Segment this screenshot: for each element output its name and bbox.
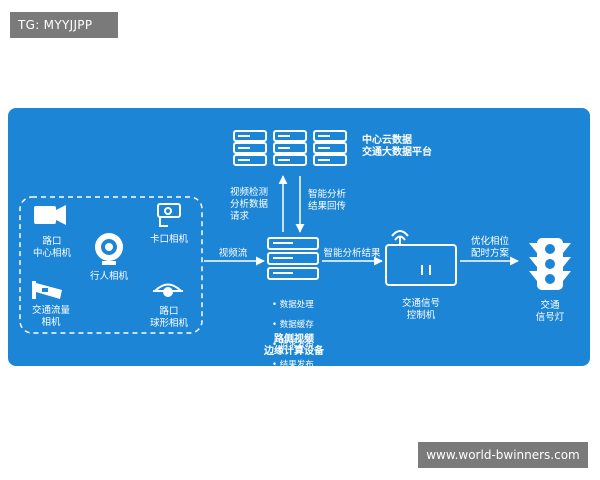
- traffic-flow-camera-icon: [32, 281, 62, 299]
- intersection-center-camera-label: 路口 中心相机: [32, 236, 71, 259]
- video-stream-label: 视频流: [218, 248, 248, 259]
- center-cloud-label: 中心云数据 交通大数据平台: [362, 135, 432, 158]
- edge-bullet-item: • 结果发布: [272, 360, 314, 370]
- checkpoint-camera-icon: [157, 203, 181, 227]
- analysis-result-label: 智能分析结果: [323, 248, 381, 259]
- cloud-server-icon: [233, 130, 347, 166]
- upload-label: 视频检测 分析数据 请求: [230, 187, 269, 222]
- tg-tag: TG: MYYJJPP: [10, 12, 118, 38]
- watermark: www.world-bwinners.com: [418, 442, 588, 468]
- edge-server-icon: [267, 237, 319, 280]
- intersection-dome-camera-label: 路口 球形相机: [149, 306, 188, 329]
- dome-camera-icon: [152, 283, 184, 297]
- traffic-flow-camera-label: 交通流量 相机: [31, 305, 70, 328]
- webcam-icon: [95, 233, 123, 265]
- edge-bullet-item: • 请求发布: [272, 340, 314, 350]
- edge-bullet-item: • 数据处理: [272, 300, 314, 310]
- optimize-label: 优化相位 配时方案: [470, 236, 509, 259]
- camera-group-box: [19, 196, 203, 334]
- signal-controller-icon: [385, 230, 457, 286]
- video-camera-icon: [34, 205, 66, 225]
- traffic-light-icon: [529, 238, 571, 290]
- checkpoint-camera-label: 卡口相机: [149, 234, 188, 245]
- pedestrian-camera-label: 行人相机: [89, 271, 128, 282]
- edge-bullet-list: • 数据处理 • 数据缓存 • 请求发布 • 结果发布: [272, 290, 314, 380]
- signal-controller-label: 交通信号 控制机: [401, 298, 440, 321]
- return-label: 智能分析 结果回传: [308, 189, 347, 212]
- edge-device-label: 路侧视频 边缘计算设备: [264, 334, 324, 357]
- traffic-light-label: 交通 信号灯: [535, 300, 565, 323]
- edge-bullet-item: • 数据缓存: [272, 320, 314, 330]
